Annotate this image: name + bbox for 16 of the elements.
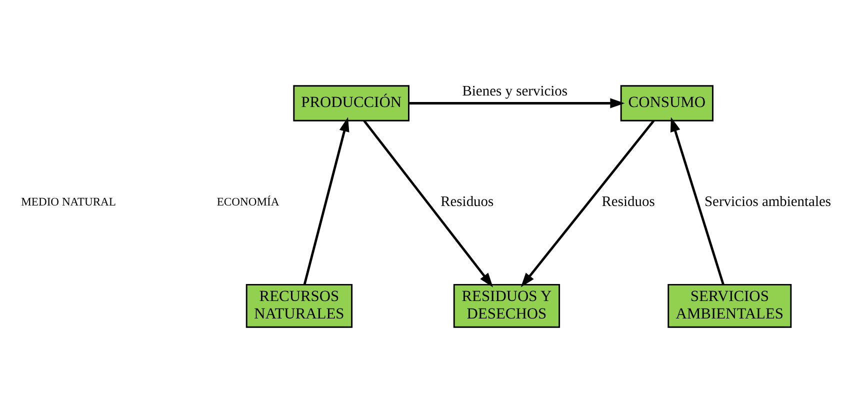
node-box: SERVICIOS AMBIENTALES — [668, 283, 792, 328]
edge-label: Residuos — [440, 194, 494, 210]
node-box: RESIDUOS Y DESECHOS — [453, 283, 560, 328]
label: MEDIO NATURAL — [21, 195, 116, 208]
arrow — [670, 116, 724, 284]
node-box: PRODUCCIÓN — [293, 84, 410, 121]
arrow — [520, 119, 655, 287]
edge-label: Bienes y servicios — [462, 83, 568, 100]
arrow — [303, 116, 350, 284]
node-box: RECURSOS NATURALES — [246, 283, 353, 328]
node-box: CONSUMO — [620, 84, 714, 121]
edge-label: Residuos — [602, 194, 655, 210]
label: ECONOMÍA — [216, 195, 280, 208]
arrow — [408, 98, 625, 108]
arrow — [363, 119, 494, 287]
edge-label: Servicios ambientales — [704, 194, 832, 210]
